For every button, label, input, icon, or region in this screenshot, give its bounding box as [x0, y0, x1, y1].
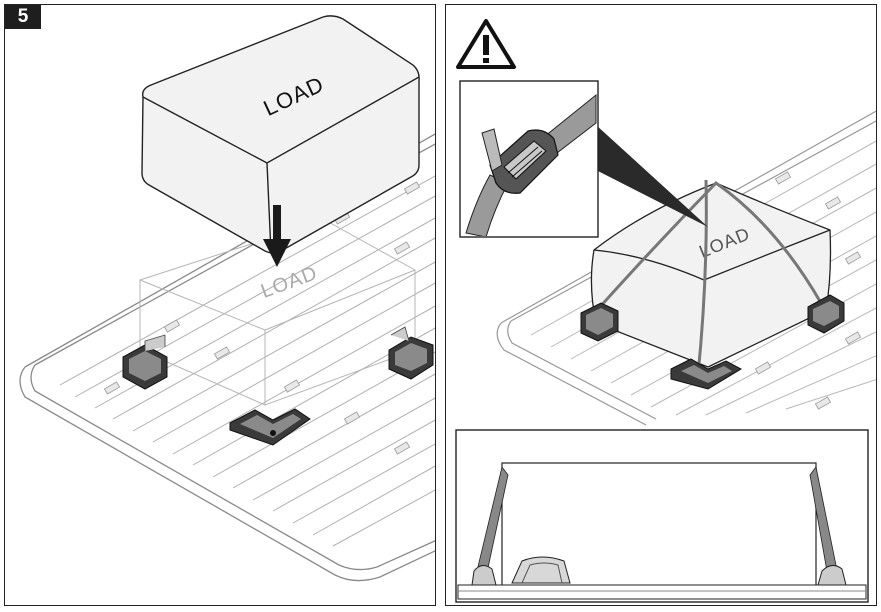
step-number-badge: 5 — [5, 5, 41, 29]
arrow-down-icon — [263, 205, 291, 267]
cam-buckle-icon — [489, 129, 559, 194]
ghost-box-label: LOAD — [258, 262, 320, 303]
corner-block-front — [229, 408, 311, 446]
buckle-detail-inset — [459, 80, 599, 238]
side-view-block-left — [471, 565, 497, 586]
warning-triangle-icon — [456, 19, 516, 69]
side-view-block-right — [817, 565, 847, 586]
strapped-load-panel: LOAD — [445, 4, 877, 606]
load-box — [141, 15, 420, 254]
cross-straps — [589, 179, 823, 376]
detail-callout-pointer — [596, 125, 708, 227]
step-5-panel-placing-load: 5 — [4, 4, 436, 606]
corner-block-front — [670, 358, 743, 390]
strapped-load-illustration: LOAD — [455, 19, 876, 603]
roof-rack — [19, 133, 435, 582]
side-view-inset — [455, 429, 869, 603]
corner-block-right — [388, 326, 434, 380]
corner-block-left — [580, 302, 619, 342]
corner-block-left — [122, 334, 168, 390]
corner-block-right — [807, 294, 845, 334]
side-view-buckle — [511, 556, 571, 584]
rack-placement-illustration: LOAD LOAD — [19, 15, 435, 582]
